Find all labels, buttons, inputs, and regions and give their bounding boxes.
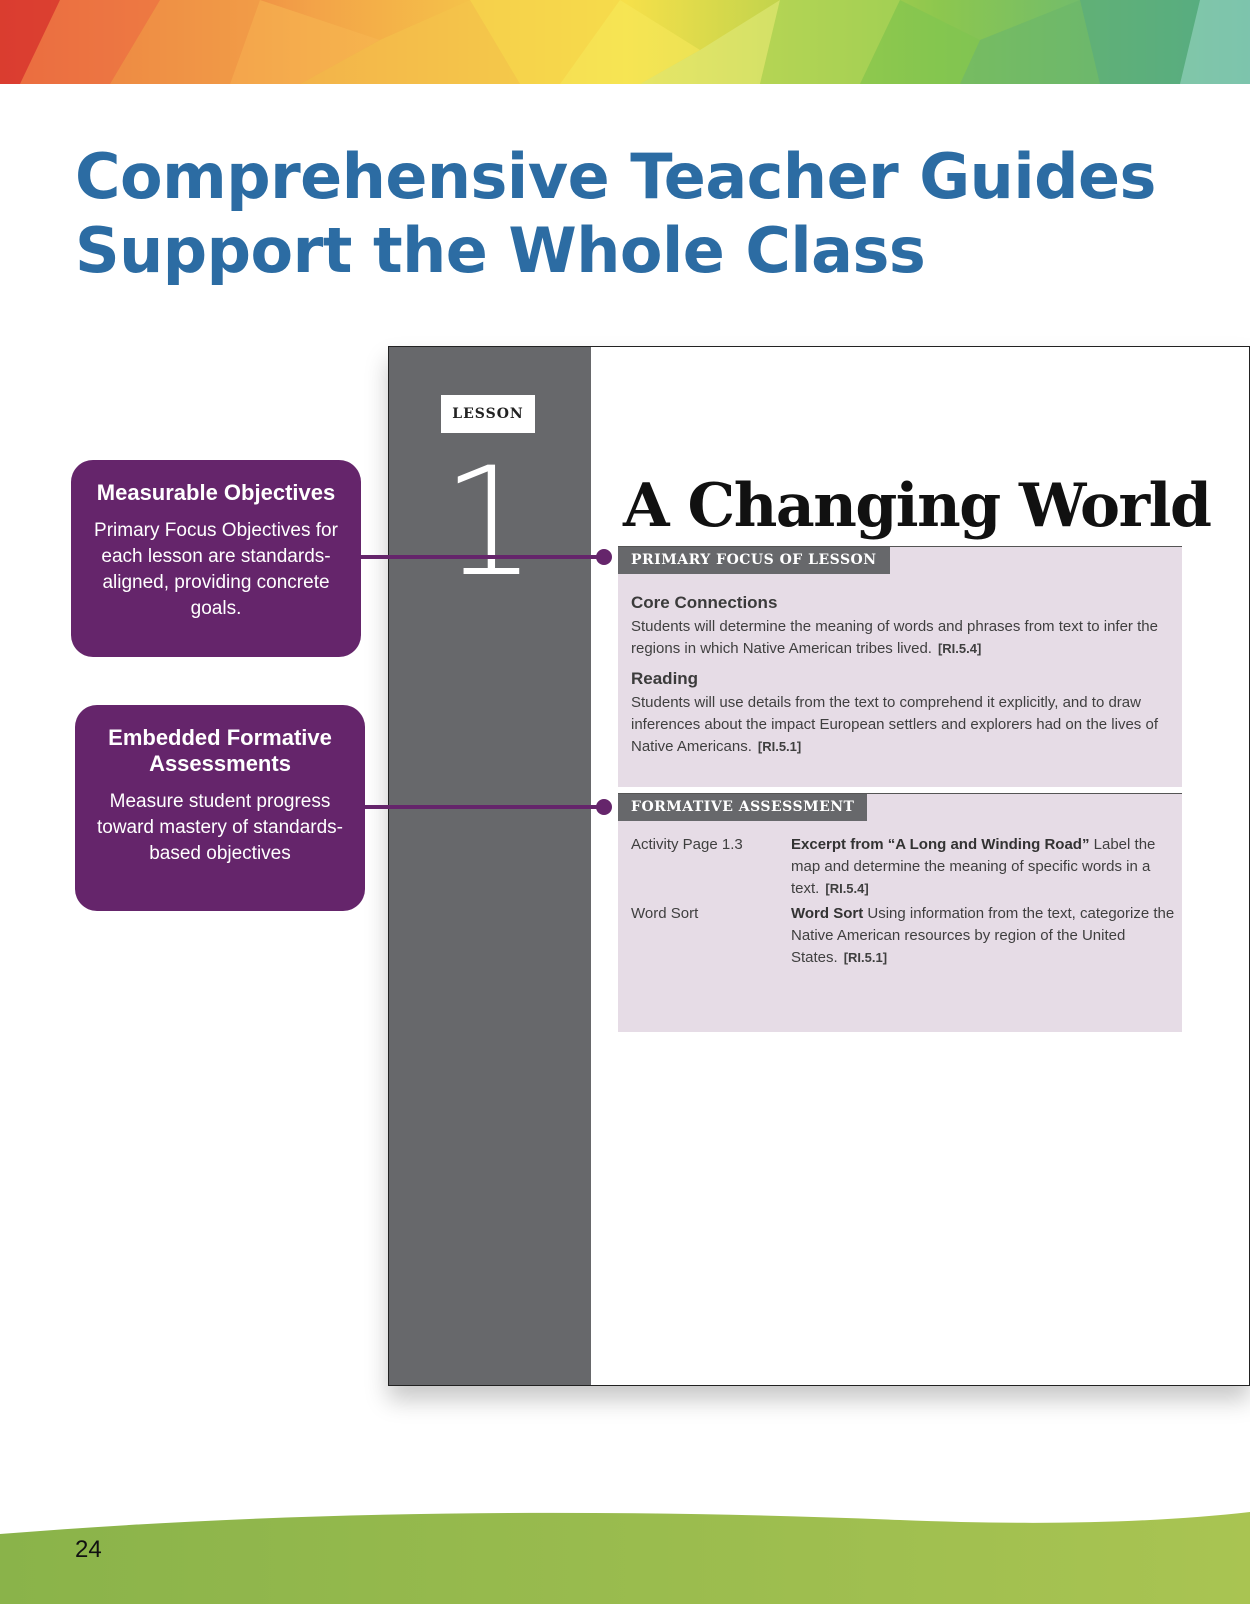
assessment-text: Label the map and determine the meaning …	[791, 836, 1156, 897]
assessment-title: Word Sort	[791, 905, 864, 922]
lesson-tag: LESSON	[441, 395, 535, 433]
callout-measurable-objectives: Measurable Objectives Primary Focus Obje…	[71, 460, 361, 657]
assessment-title: Excerpt from “A Long and Winding Road”	[791, 836, 1090, 853]
page-title-line-1: Comprehensive Teacher Guides	[75, 140, 1156, 213]
connector-dot-assessments	[596, 799, 612, 815]
lesson-page-excerpt: LESSON 1 A Changing World PRIMARY FOCUS …	[388, 346, 1250, 1386]
lesson-number: 1	[441, 436, 537, 610]
section-body: Students will use details from the text …	[631, 692, 1179, 758]
connector-dot-objectives	[596, 549, 612, 565]
callout-heading: Measurable Objectives	[96, 480, 336, 505]
connector-line-objectives	[361, 555, 601, 559]
polygon-banner-graphic	[0, 0, 1250, 84]
section-text: Students will use details from the text …	[631, 694, 1158, 755]
top-banner	[0, 0, 1250, 84]
callout-heading: Embedded Formative Assessments	[108, 725, 332, 776]
assessment-description: Word Sort Using information from the tex…	[791, 903, 1175, 969]
page-title-line-2: Support the Whole Class	[75, 214, 926, 287]
standard-code: [RI.5.1]	[757, 739, 802, 754]
lesson-title: A Changing World	[623, 471, 1212, 541]
standard-code: [RI.5.1]	[843, 950, 888, 965]
lesson-sidebar: LESSON 1	[389, 347, 591, 1385]
panel-header: PRIMARY FOCUS OF LESSON	[618, 547, 890, 574]
section-text: Students will determine the meaning of w…	[631, 618, 1158, 657]
section-body: Students will determine the meaning of w…	[631, 616, 1179, 660]
page-title: Comprehensive Teacher Guides Support the…	[75, 140, 1156, 288]
callout-formative-assessments: Embedded Formative Assessments Measure s…	[75, 705, 365, 911]
page-number: 24	[75, 1536, 102, 1563]
footer-wave	[0, 1500, 1250, 1604]
formative-assessment-panel: FORMATIVE ASSESSMENT Activity Page 1.3 E…	[618, 793, 1182, 1032]
connector-line-assessments	[365, 805, 601, 809]
primary-focus-panel: PRIMARY FOCUS OF LESSON Core Connections…	[618, 546, 1182, 787]
callout-body: Primary Focus Objectives for each lesson…	[94, 520, 338, 619]
callout-body: Measure student progress toward mastery …	[96, 791, 344, 864]
assessment-label: Word Sort	[631, 905, 699, 922]
footer-wave-graphic	[0, 1512, 1250, 1604]
standard-code: [RI.5.4]	[937, 641, 982, 656]
assessment-description: Excerpt from “A Long and Winding Road” L…	[791, 834, 1175, 900]
section-title: Core Connections	[631, 593, 778, 612]
assessment-text: Using information from the text, categor…	[791, 905, 1175, 966]
standard-code: [RI.5.4]	[825, 881, 869, 896]
assessment-label: Activity Page 1.3	[631, 836, 743, 853]
section-title: Reading	[631, 669, 699, 688]
panel-header: FORMATIVE ASSESSMENT	[618, 794, 868, 821]
